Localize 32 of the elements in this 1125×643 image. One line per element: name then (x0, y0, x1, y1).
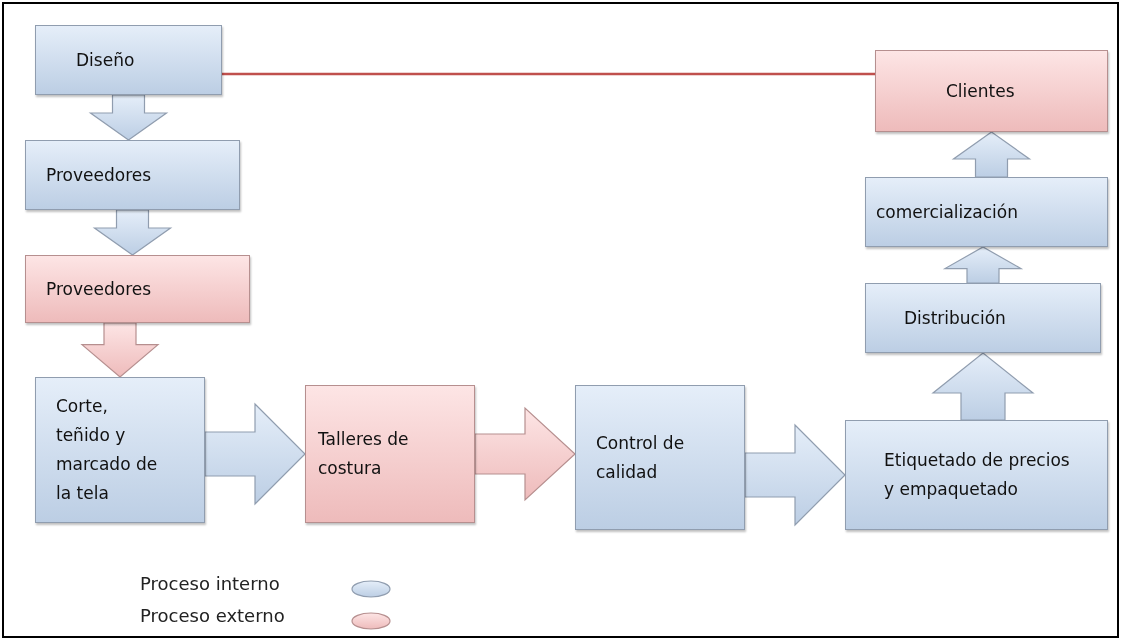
process-box (575, 385, 745, 530)
process-box (865, 177, 1108, 247)
process-box (845, 420, 1108, 530)
process-box (865, 283, 1101, 353)
block-arrow (951, 131, 1032, 178)
node-label: Talleres de costura (318, 428, 410, 480)
legend-label: Proceso interno (140, 573, 280, 594)
connector-line (222, 72, 875, 76)
block-arrow (931, 352, 1035, 421)
node-label: comercialización (876, 200, 1018, 224)
process-box (25, 255, 250, 323)
node-label: Etiquetado de precios y empaquetado (884, 449, 1071, 501)
node-label: Corte, teñido y marcado de la tela (56, 395, 159, 505)
process-box (305, 385, 475, 523)
process-box (875, 50, 1108, 132)
node-label: Proveedores (46, 277, 152, 301)
block-arrow (744, 423, 846, 527)
block-arrow (80, 322, 160, 378)
node-label: Clientes (946, 79, 1015, 103)
legend-label: Proceso externo (140, 605, 285, 626)
block-arrow (474, 406, 576, 502)
block-arrow (92, 209, 173, 256)
process-box (35, 377, 205, 523)
block-arrow (88, 94, 169, 141)
block-arrow (204, 402, 306, 506)
block-arrow (942, 246, 1024, 284)
process-box (25, 140, 240, 210)
process-box (35, 25, 222, 95)
node-label: Distribución (904, 306, 1006, 330)
node-label: Control de calidad (596, 431, 686, 484)
node-label: Proveedores (46, 163, 152, 187)
node-label: Diseño (76, 48, 135, 72)
